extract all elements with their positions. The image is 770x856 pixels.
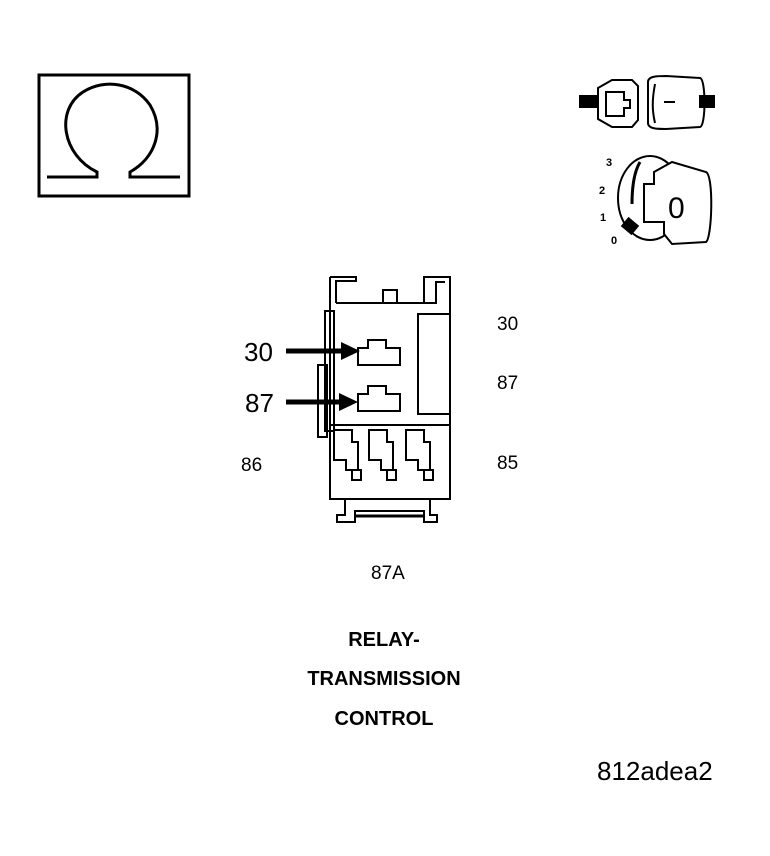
ignition-key-icon xyxy=(617,155,713,246)
key-position-0-label: 0 xyxy=(611,235,618,247)
pin-87-arrow xyxy=(286,393,358,411)
pin-86-label: 86 xyxy=(241,455,263,476)
relay-connector xyxy=(317,276,451,523)
pin-85-label: 85 xyxy=(497,453,519,474)
pin-30-label: 30 xyxy=(497,314,519,335)
ignition-key-label: 0 xyxy=(668,192,685,225)
arrow-pin-30-label: 30 xyxy=(244,337,273,367)
caption-line-3: CONTROL xyxy=(334,708,434,730)
ohm-meter-icon xyxy=(37,73,191,198)
arrow-pin-87-label: 87 xyxy=(245,388,274,418)
caption-line-1: RELAY- xyxy=(348,629,420,651)
pin-87a-label: 87A xyxy=(371,563,405,584)
disconnected-connector-icon xyxy=(579,74,715,131)
key-position-1-label: 1 xyxy=(600,212,607,224)
pin-87-label: 87 xyxy=(497,373,519,394)
key-position-3-label: 3 xyxy=(606,157,613,169)
key-position-2-label: 2 xyxy=(599,185,606,197)
figure-id: 812adea2 xyxy=(597,756,713,786)
pin-30-arrow xyxy=(286,342,360,360)
caption-line-2: TRANSMISSION xyxy=(307,668,461,690)
